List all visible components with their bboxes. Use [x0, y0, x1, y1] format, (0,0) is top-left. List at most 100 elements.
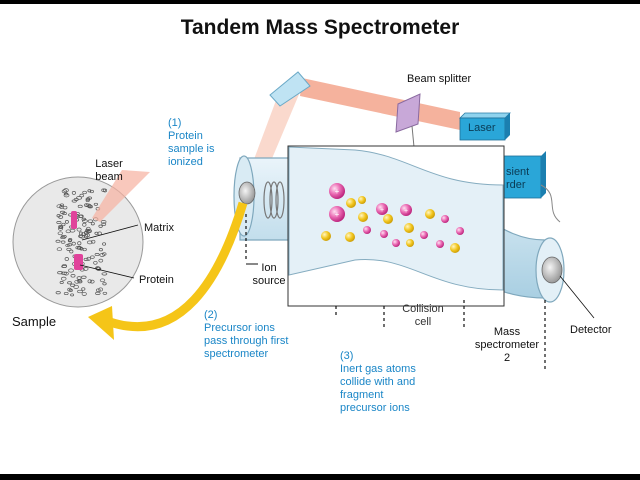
matrix-crystal [60, 240, 66, 244]
matrix-crystal [77, 214, 84, 219]
matrix-crystal [99, 278, 106, 283]
matrix-crystal [63, 291, 69, 296]
laser-beam-down [250, 92, 300, 170]
matrix-crystal [67, 287, 72, 292]
matrix-crystal [89, 279, 95, 284]
matrix-crystal [69, 228, 76, 233]
svg-text:+: + [380, 207, 384, 214]
matrix-crystal [58, 224, 63, 229]
matrix-crystal [67, 239, 72, 243]
matrix-crystal [64, 257, 69, 261]
matrix-crystal [56, 247, 63, 252]
matrix-crystal [102, 291, 108, 295]
matrix-crystal [82, 219, 88, 223]
matrix-crystal [81, 291, 87, 296]
matrix-crystal [82, 247, 87, 252]
laser-beam-on-sample [92, 170, 150, 222]
svg-text:+: + [335, 187, 340, 196]
matrix-crystal [71, 199, 77, 203]
matrix-crystal [98, 258, 104, 263]
inert-gas-atoms [321, 196, 460, 253]
matrix-crystal [102, 188, 108, 193]
matrix-crystal [90, 221, 95, 226]
matrix-crystal [82, 267, 89, 271]
matrix-crystal [85, 233, 90, 238]
matrix-crystal [101, 272, 108, 276]
matrix-label: Matrix [144, 222, 174, 234]
matrix-crystal [70, 274, 76, 278]
matrix-crystal [78, 234, 83, 238]
matrix-crystal [93, 260, 98, 265]
matrix-crystal [85, 198, 90, 203]
matrix-crystal [79, 193, 84, 198]
matrix-crystal [59, 281, 64, 284]
diagram-title: Tandem Mass Spectrometer [180, 16, 460, 39]
matrix-crystal [61, 263, 67, 269]
matrix-crystal [98, 248, 103, 252]
ion-optics-coils [263, 181, 285, 219]
matrix-crystal [77, 245, 82, 250]
protein-label: Protein [139, 274, 174, 286]
matrix-crystal [86, 204, 93, 208]
matrix-crystal [67, 281, 72, 285]
laser-beam-label: Laser beam [95, 158, 123, 183]
matrix-crystal [60, 236, 66, 240]
matrix-crystal [61, 222, 66, 227]
matrix-crystal [64, 220, 69, 224]
protein-spot [74, 254, 83, 270]
transient-recorder-box [502, 155, 542, 199]
matrix-crystal [87, 279, 92, 284]
matrix-crystal [74, 279, 80, 284]
matrix-crystal [59, 210, 66, 214]
matrix-crystal [98, 287, 103, 292]
matrix-crystal [57, 231, 63, 236]
matrix-crystal [85, 230, 92, 234]
detector-label: Detector [570, 324, 612, 336]
matrix-crystal [94, 253, 100, 256]
matrix-crystal [81, 232, 86, 237]
matrix-crystal [102, 242, 107, 246]
svg-text:+: + [335, 210, 340, 219]
matrix-crystal [57, 271, 64, 275]
matrix-crystal [73, 284, 79, 289]
matrix-crystal [76, 227, 82, 232]
matrix-crystal [77, 204, 83, 209]
matrix-crystal [67, 243, 73, 247]
matrix-crystal [83, 257, 89, 261]
matrix-crystal [85, 197, 91, 201]
matrix-crystal [100, 220, 107, 224]
matrix-crystal [81, 275, 87, 279]
matrix-crystal [61, 189, 68, 194]
matrix-crystal [68, 268, 74, 273]
matrix-crystal [102, 282, 107, 286]
matrix-crystal [82, 190, 87, 195]
top-bar [0, 0, 640, 4]
matrix-crystal [59, 205, 64, 209]
matrix-crystal [63, 271, 69, 276]
ion-source-disc [238, 181, 256, 205]
matrix-crystal [60, 276, 67, 281]
matrix-crystal [71, 191, 76, 195]
matrix-crystal [77, 241, 82, 246]
yellow-arrow [108, 201, 248, 332]
matrix-crystal [90, 255, 95, 259]
matrix-crystal [56, 221, 62, 224]
matrix-crystal [55, 291, 61, 295]
matrix-crystal [95, 288, 101, 292]
matrix-crystal [82, 222, 87, 227]
sample-label: Sample [12, 314, 57, 329]
bottom-bar [0, 474, 640, 480]
matrix-crystal [58, 215, 64, 219]
matrix-crystal [89, 189, 94, 194]
svg-text:+: + [404, 208, 408, 215]
matrix-crystal [101, 222, 107, 226]
matrix-crystal [55, 239, 61, 243]
matrix-crystal [93, 202, 99, 206]
